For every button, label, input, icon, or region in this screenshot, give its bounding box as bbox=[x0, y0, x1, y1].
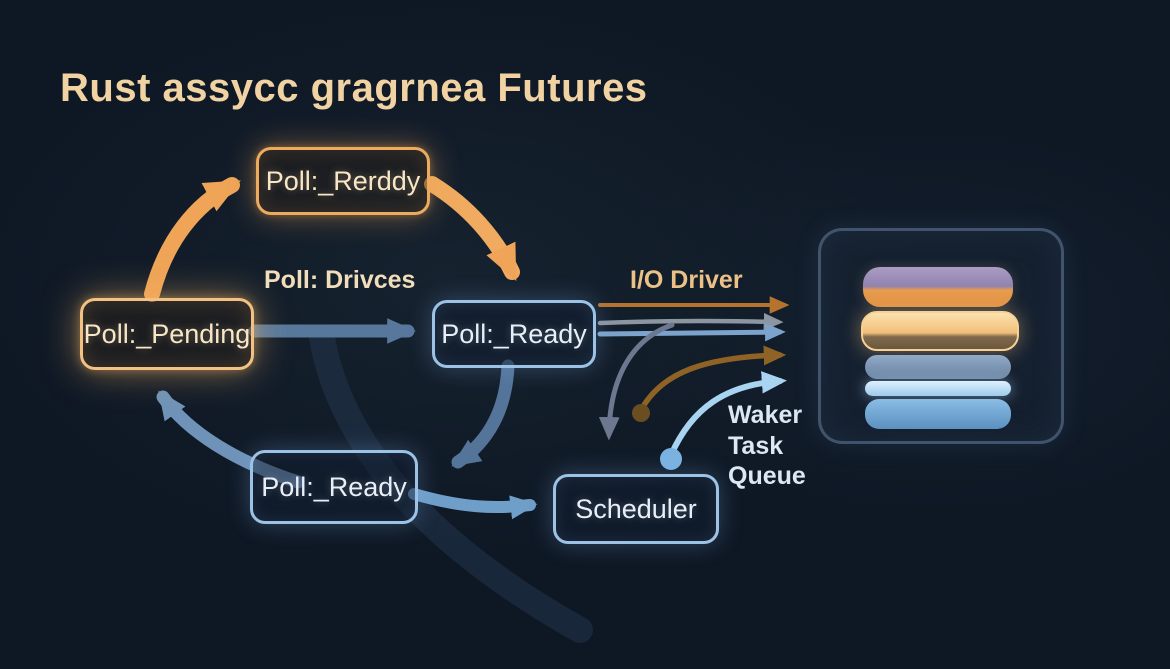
layered-stack-icon-layer-4 bbox=[865, 381, 1011, 396]
blue-endpoint-dot bbox=[660, 448, 682, 470]
line-io-driver-steel bbox=[597, 322, 786, 342]
task-stack-panel bbox=[818, 228, 1064, 444]
line-io-driver-gray bbox=[597, 312, 784, 331]
node-poll-ready-mid-label: Poll:_Ready bbox=[441, 318, 587, 349]
layered-stack-icon-layer-3 bbox=[865, 355, 1011, 379]
layered-stack-icon-layer-1 bbox=[863, 267, 1013, 307]
node-poll-ready-bottom-label: Poll:_Ready bbox=[261, 471, 407, 502]
node-poll-pending: Poll:_Pending bbox=[80, 298, 254, 370]
node-poll-rerddy: Poll:_Rerddy bbox=[256, 147, 430, 215]
arrow-pending-to-rerddy bbox=[144, 177, 241, 302]
edge-label-io-driver: I/O Driver bbox=[630, 266, 743, 294]
diagram-title: Rust assycc gragrnea Futures bbox=[60, 66, 648, 110]
node-poll-pending-label: Poll:_Pending bbox=[83, 318, 251, 349]
arrow-rerddy-to-ready bbox=[424, 176, 520, 282]
edge-label-poll-drives: Poll: Drivces bbox=[264, 266, 416, 294]
brown-endpoint-dot bbox=[632, 404, 650, 422]
edge-label-waker-task-queue: Waker Task Queue bbox=[728, 401, 806, 490]
node-poll-ready-mid: Poll:_Ready bbox=[432, 300, 596, 368]
line-waker-blue bbox=[668, 371, 787, 458]
node-scheduler-label: Scheduler bbox=[575, 493, 697, 524]
arrow-ready-bottom-to-scheduler bbox=[408, 488, 538, 520]
arrow-ready-to-ready-bottom bbox=[451, 359, 515, 469]
line-waker-brown bbox=[638, 345, 787, 413]
line-gray-to-scheduler bbox=[598, 322, 675, 441]
node-poll-rerddy-label: Poll:_Rerddy bbox=[265, 165, 421, 196]
layered-stack-icon-layer-2 bbox=[861, 311, 1019, 351]
node-poll-ready-bottom: Poll:_Ready bbox=[250, 450, 418, 524]
node-scheduler: Scheduler bbox=[553, 474, 719, 544]
layered-stack-icon-layer-5 bbox=[865, 399, 1011, 429]
